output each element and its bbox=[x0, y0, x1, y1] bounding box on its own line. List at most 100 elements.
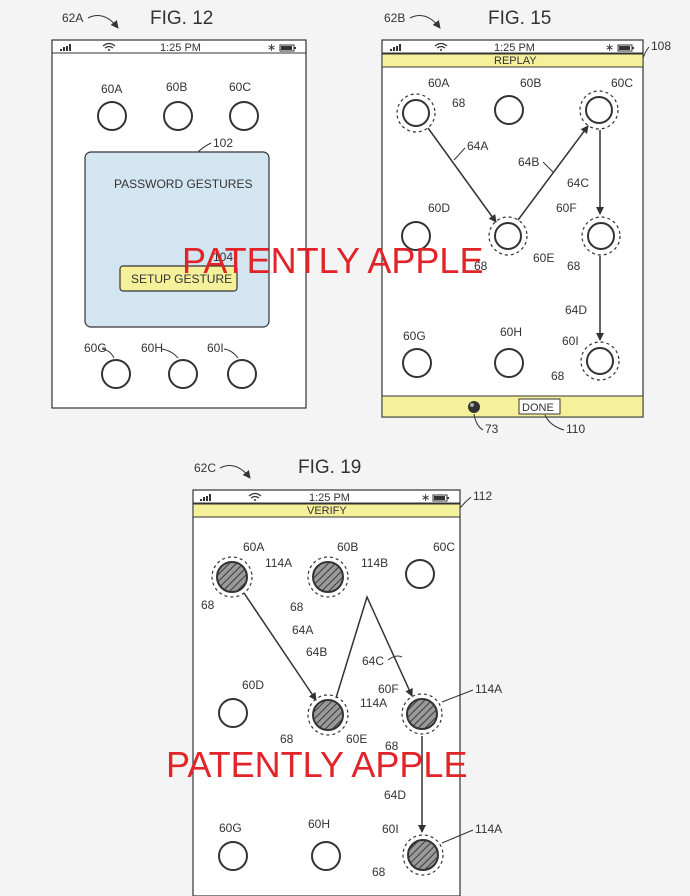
fig-12-ref-arrow bbox=[87, 15, 119, 29]
dialog-ref: 102 bbox=[213, 136, 233, 150]
setup-gesture-button[interactable] bbox=[119, 265, 238, 292]
leader-line bbox=[459, 496, 472, 509]
path-label: 64C bbox=[567, 176, 589, 190]
touch-ring bbox=[402, 834, 444, 876]
touch-ring bbox=[579, 90, 619, 130]
node-60h[interactable] bbox=[311, 841, 341, 871]
node-label: 60D bbox=[242, 678, 264, 692]
touch-ref: 68 bbox=[474, 259, 488, 273]
progress-indicator-icon bbox=[468, 401, 480, 413]
wifi-icon bbox=[102, 42, 116, 51]
node-60d[interactable] bbox=[218, 698, 248, 728]
node-label: 60A bbox=[101, 82, 122, 96]
node-label: 60A bbox=[428, 76, 449, 90]
fill-ref: 114A bbox=[360, 696, 387, 710]
node-60g[interactable] bbox=[402, 348, 432, 378]
node-60e[interactable] bbox=[494, 222, 522, 250]
touch-ref: 68 bbox=[452, 96, 466, 110]
node-60c[interactable] bbox=[585, 96, 613, 124]
path-label: 64B bbox=[306, 645, 327, 659]
bluetooth-icon: ∗ bbox=[267, 42, 276, 54]
gesture-path bbox=[335, 594, 413, 699]
node-label: 60B bbox=[337, 540, 358, 554]
node-60c[interactable] bbox=[405, 559, 435, 589]
node-label: 60D bbox=[428, 201, 450, 215]
node-60f-filled[interactable] bbox=[406, 698, 438, 730]
indicator-highlight bbox=[470, 403, 474, 407]
touch-ref: 68 bbox=[567, 259, 581, 273]
touch-ref: 68 bbox=[280, 732, 294, 746]
node-60h[interactable] bbox=[168, 359, 198, 389]
bluetooth-icon: ∗ bbox=[605, 42, 614, 54]
done-button[interactable] bbox=[518, 398, 561, 415]
node-60i-filled[interactable] bbox=[407, 839, 439, 871]
touch-ref: 68 bbox=[290, 600, 304, 614]
watermark-text: PATENTLY APPLE bbox=[166, 744, 467, 785]
node-label: 60B bbox=[520, 76, 541, 90]
fill-ref: 114A bbox=[475, 822, 502, 836]
touch-ref: 68 bbox=[385, 739, 399, 753]
replay-banner bbox=[381, 53, 644, 68]
leader-line bbox=[544, 414, 565, 431]
node-label: 60C bbox=[229, 80, 251, 94]
node-60b[interactable] bbox=[163, 101, 193, 131]
path-label: 64D bbox=[384, 788, 406, 802]
fig-15-title: FIG. 15 bbox=[488, 8, 551, 29]
node-label: 60G bbox=[219, 821, 242, 835]
fill-ref: 114A bbox=[475, 682, 502, 696]
node-label: 60C bbox=[611, 76, 633, 90]
leader-line bbox=[223, 348, 239, 359]
fig-19: FIG. 19 62C 1:25 PM ∗ VERIFY 112 60A 114… bbox=[192, 457, 502, 896]
node-60b[interactable] bbox=[494, 95, 524, 125]
touch-ref: 68 bbox=[372, 865, 386, 879]
touch-ring bbox=[581, 216, 621, 256]
fig-15-ref-arrow bbox=[409, 15, 441, 29]
fig-19-title: FIG. 19 bbox=[298, 457, 361, 478]
done-ref: 110 bbox=[566, 422, 585, 436]
fig-12: FIG. 12 62A 1:25 PM ∗ 60A 60B 60C bbox=[51, 8, 307, 409]
leader-line bbox=[441, 689, 474, 703]
fig-12-ref: 62A bbox=[62, 11, 83, 25]
replay-label: REPLAY bbox=[494, 55, 537, 67]
node-60a-filled[interactable] bbox=[216, 561, 248, 593]
node-60i[interactable] bbox=[586, 347, 614, 375]
node-60d[interactable] bbox=[401, 221, 431, 251]
node-label: 60I bbox=[207, 341, 224, 355]
dialog-title: PASSWORD GESTURES bbox=[114, 177, 252, 191]
banner-ref: 108 bbox=[651, 39, 671, 53]
touch-ref: 68 bbox=[201, 598, 215, 612]
node-label: 60C bbox=[433, 540, 455, 554]
node-label: 60B bbox=[166, 80, 187, 94]
node-label: 60H bbox=[308, 817, 330, 831]
node-label: 60E bbox=[346, 732, 367, 746]
touch-ring bbox=[211, 556, 253, 598]
bottom-toolbar bbox=[381, 395, 644, 418]
leader-line bbox=[101, 348, 115, 359]
node-60a[interactable] bbox=[402, 99, 430, 127]
node-60b-filled[interactable] bbox=[312, 561, 344, 593]
node-60h[interactable] bbox=[494, 348, 524, 378]
node-label: 60F bbox=[556, 201, 577, 215]
indicator-ref: 73 bbox=[485, 422, 499, 436]
node-60a[interactable] bbox=[97, 101, 127, 131]
fill-ref: 114A bbox=[265, 556, 292, 570]
battery-icon bbox=[279, 44, 296, 52]
signal-icon bbox=[200, 494, 211, 501]
status-time: 1:25 PM bbox=[160, 42, 201, 54]
status-time: 1:25 PM bbox=[309, 492, 350, 504]
touch-ring bbox=[401, 693, 443, 735]
node-60e-filled[interactable] bbox=[312, 699, 344, 731]
button-ref: 104 bbox=[213, 250, 233, 264]
node-label: 60F bbox=[378, 682, 399, 696]
node-label: 60E bbox=[533, 251, 554, 265]
node-60g[interactable] bbox=[101, 359, 131, 389]
gesture-path bbox=[427, 127, 497, 223]
node-60i[interactable] bbox=[227, 359, 257, 389]
path-label: 64B bbox=[518, 155, 539, 169]
node-60f[interactable] bbox=[587, 222, 615, 250]
banner-ref: 112 bbox=[473, 489, 492, 503]
verify-banner bbox=[192, 503, 461, 518]
node-60c[interactable] bbox=[229, 101, 259, 131]
node-60g[interactable] bbox=[218, 841, 248, 871]
